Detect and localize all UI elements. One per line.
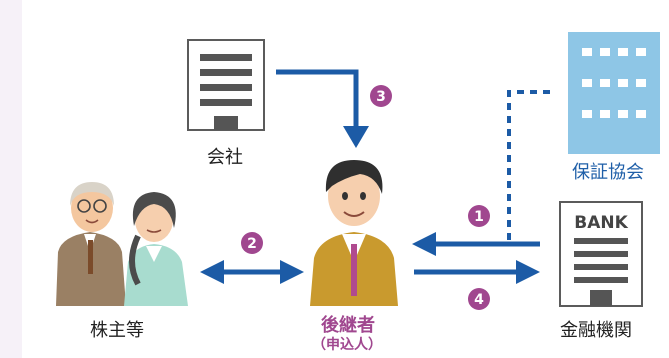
step-badge-4: 4: [468, 288, 490, 310]
step-badge-1-text: 1: [474, 209, 484, 225]
left-panel: [0, 0, 22, 358]
step-badge-4-text: 4: [474, 292, 484, 308]
company-label: 会社: [207, 147, 243, 168]
step-badge-2-text: 2: [247, 236, 257, 252]
bank-building-icon: BANK: [559, 201, 643, 307]
step-badge-3-text: 3: [376, 89, 386, 105]
bank-sign-text: BANK: [574, 213, 628, 233]
arrow-company-to-successor: [276, 69, 359, 128]
successor-label: 後継者: [321, 315, 375, 336]
successor-note: （申込人）: [312, 337, 382, 353]
arrow-company-to-successor-head: [343, 126, 369, 148]
arrow-successor-to-bank-head: [516, 260, 540, 284]
successor-illustration: [310, 160, 398, 306]
financial-institution-label: 金融機関: [560, 320, 632, 341]
guarantee-building-icon: [568, 32, 660, 154]
arrow-bank-to-successor-head: [412, 232, 436, 256]
arrow-head-left: [200, 260, 224, 284]
step-badge-1: 1: [468, 205, 490, 227]
shareholders-label: 株主等: [90, 320, 144, 341]
arrow-head-right: [280, 260, 304, 284]
guarantee-association-label: 保証協会: [572, 162, 644, 183]
guarantee-dotted-link: [507, 90, 550, 242]
step-badge-2: 2: [241, 232, 263, 254]
step-badge-3: 3: [370, 85, 392, 107]
shareholders-illustration: [56, 182, 188, 306]
company-document-icon: [187, 39, 265, 131]
